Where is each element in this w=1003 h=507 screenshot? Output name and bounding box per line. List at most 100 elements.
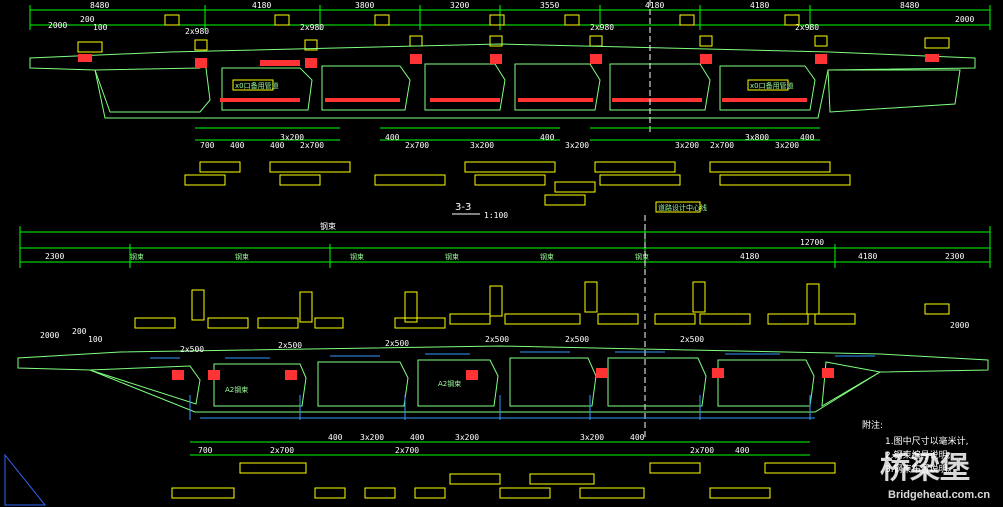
- dim-text: 400: [328, 433, 343, 442]
- dim-text: 钢束: [320, 221, 336, 231]
- corner-triangle: [4, 453, 47, 506]
- dim-text: 3x800: [745, 133, 769, 142]
- dim-text: 2300: [45, 252, 64, 261]
- dim-text: 4180: [645, 1, 664, 10]
- dim-text: 2x700: [270, 446, 294, 455]
- dim-text: 400: [230, 141, 245, 150]
- dim-text: 2x500: [385, 339, 409, 348]
- dim-text: 12700: [800, 238, 824, 247]
- dim-label: 钢束: [350, 252, 364, 261]
- dim-text: 8480: [90, 1, 109, 10]
- dim-text: 700: [200, 141, 215, 150]
- watermark-logo-text: 桥梁堡: [880, 451, 970, 486]
- dim-text: 4180: [858, 252, 877, 261]
- dim-text: 2x500: [680, 335, 704, 344]
- upper-bottom-dims: 700 400 400 3x200 2x700 400 2x700 3x200 …: [200, 133, 815, 150]
- dim-label: 钢束: [540, 252, 554, 261]
- upper-bottom-dim-lines: [195, 127, 820, 141]
- dim-text: 2300: [945, 252, 964, 261]
- dim-label: 钢束: [130, 252, 144, 261]
- dim-text: 3x200: [775, 141, 799, 150]
- dim-text: 2000: [955, 15, 974, 24]
- watermark-url: Bridgehead.com.cn: [888, 489, 990, 501]
- dim-text: 3550: [540, 1, 559, 10]
- lower-rebar-anchors: [172, 368, 834, 380]
- dim-text: 2000: [48, 21, 67, 30]
- lower-girder-outline: [17, 345, 989, 413]
- upper-callouts: x0口备用管道 x0口备用管道: [232, 79, 794, 91]
- dim-text: 2x500: [485, 335, 509, 344]
- dim-text: 2x980: [590, 23, 614, 32]
- dim-text: 2x980: [185, 27, 209, 36]
- dim-label: 钢束: [445, 252, 459, 261]
- dim-text: 400: [800, 133, 815, 142]
- lower-row-dims: 钢束 12700 2300 4180 4180 2300 钢束 钢束 钢束 钢束…: [45, 221, 964, 261]
- dim-text: 400: [540, 133, 555, 142]
- dim-text: 2x700: [395, 446, 419, 455]
- lower-tag-boxes: [134, 281, 950, 329]
- dim-text: 3x200: [565, 141, 589, 150]
- dim-text: 700: [198, 446, 213, 455]
- scale-text: 1:100: [484, 211, 508, 220]
- section-title: 3-3: [455, 202, 471, 213]
- lower-bottom-dims: 700 2x700 400 3x200 400 3x200 2x700 400 …: [198, 433, 750, 455]
- dim-text: 2000: [40, 331, 59, 340]
- dim-text: 8480: [900, 1, 919, 10]
- tendon-label: A2钢束: [438, 379, 461, 388]
- dim-text: 400: [735, 446, 750, 455]
- dim-text: 3x200: [360, 433, 384, 442]
- upper-b-tag-rows: [184, 161, 851, 206]
- dim-text: 100: [88, 335, 103, 344]
- dim-text: 400: [410, 433, 425, 442]
- lower-rebar-blue: [150, 351, 875, 420]
- dim-text: 4180: [740, 252, 759, 261]
- dim-text: 2x980: [300, 23, 324, 32]
- upper-girder-outline: [29, 43, 976, 119]
- dim-label: 钢束: [235, 252, 249, 261]
- dim-text: 400: [270, 141, 285, 150]
- dim-text: 2x700: [690, 446, 714, 455]
- upper-rebar-marks: [78, 54, 939, 102]
- callout-text: x0口备用管道: [235, 81, 279, 90]
- lower-small-dims: 2000 2000 200 100 A2钢束 A2钢束 2x500 2x500 …: [40, 321, 969, 394]
- dim-text: 2x500: [565, 335, 589, 344]
- dim-text: 3200: [450, 1, 469, 10]
- dim-text: 3x200: [455, 433, 479, 442]
- lower-bottom-dim-lines: [190, 441, 810, 456]
- notes-line: 1.图中尺寸以毫米计,: [885, 435, 968, 447]
- dim-text: 400: [385, 133, 400, 142]
- lower-title-block: 3-3 1:100 道路设计中心线: [452, 201, 707, 220]
- dim-text: 3x200: [675, 141, 699, 150]
- tendon-label: A2钢束: [225, 385, 248, 394]
- notes-title: 附注:: [862, 419, 883, 431]
- dim-text: 2x500: [278, 341, 302, 350]
- upper-dimension-lines: [29, 5, 991, 30]
- dim-text: 3x200: [280, 133, 304, 142]
- upper-top-dims: 8480 4180 3800 3200 3550 4180 4180 8480 …: [48, 1, 974, 36]
- dim-text: 4180: [750, 1, 769, 10]
- dim-text: 200: [80, 15, 95, 24]
- lower-b-tag-rows: [171, 462, 836, 499]
- dim-text: 100: [93, 23, 108, 32]
- dim-text: 2000: [950, 321, 969, 330]
- centerline-label: 道路设计中心线: [658, 203, 707, 212]
- dim-text: 4180: [252, 1, 271, 10]
- dim-text: 2x700: [300, 141, 324, 150]
- dim-text: 2x500: [180, 345, 204, 354]
- notes-block: 附注: 1.图中尺寸以毫米计, 2.钢束编号说明, 3.钢束布置说明。: [862, 419, 968, 475]
- dim-label: 钢束: [635, 252, 649, 261]
- dim-text: 2x700: [710, 141, 734, 150]
- dim-text: 3x200: [470, 141, 494, 150]
- dim-text: 2x700: [405, 141, 429, 150]
- notes-line: 3.钢束布置说明。: [885, 463, 957, 475]
- dim-text: 400: [630, 433, 645, 442]
- dim-text: 2x980: [795, 23, 819, 32]
- notes-line: 2.钢束编号说明,: [885, 449, 950, 461]
- dim-text: 3x200: [580, 433, 604, 442]
- lower-dimension-lines: [19, 226, 991, 268]
- dim-text: 200: [72, 327, 87, 336]
- callout-text: x0口备用管道: [750, 81, 794, 90]
- watermark: 桥梁堡 Bridgehead.com.cn: [880, 451, 990, 501]
